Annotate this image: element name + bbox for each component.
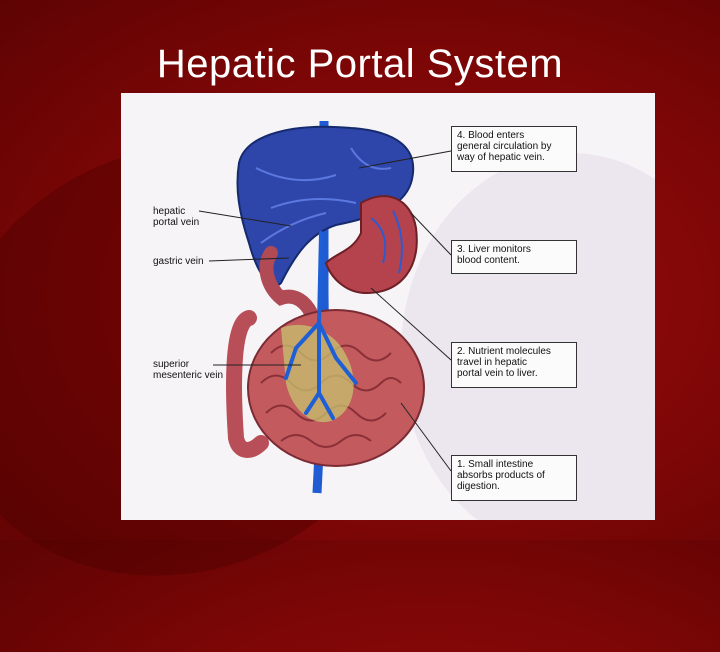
leader-1 <box>400 402 452 472</box>
gastric-veins <box>370 210 403 274</box>
label-superior-mesenteric-vein: superior mesenteric vein <box>153 359 224 381</box>
leader-hepatic-portal <box>198 210 292 227</box>
leader-2 <box>370 287 452 361</box>
ascending-colon <box>226 310 269 458</box>
callout-step-3: 3. Liver monitors blood content. <box>451 240 577 274</box>
superior-mesenteric-veins <box>284 231 358 420</box>
slide-title: Hepatic Portal System <box>156 42 564 86</box>
label-gastric-vein: gastric vein <box>153 256 204 267</box>
diagram-figure: hepatic portal vein gastric vein superio… <box>121 93 655 520</box>
duodenum <box>259 246 318 320</box>
callout-step-4: 4. Blood enters general circulation by w… <box>451 126 577 172</box>
leader-gastric <box>208 257 290 262</box>
callout-step-2: 2. Nutrient molecules travel in hepatic … <box>451 342 577 388</box>
label-hepatic-portal-vein: hepatic portal vein <box>153 206 200 228</box>
liver-veins <box>255 147 392 244</box>
leader-4 <box>358 150 452 169</box>
leader-3 <box>410 212 452 256</box>
callout-step-1: 1. Small intestine absorbs products of d… <box>451 455 577 501</box>
